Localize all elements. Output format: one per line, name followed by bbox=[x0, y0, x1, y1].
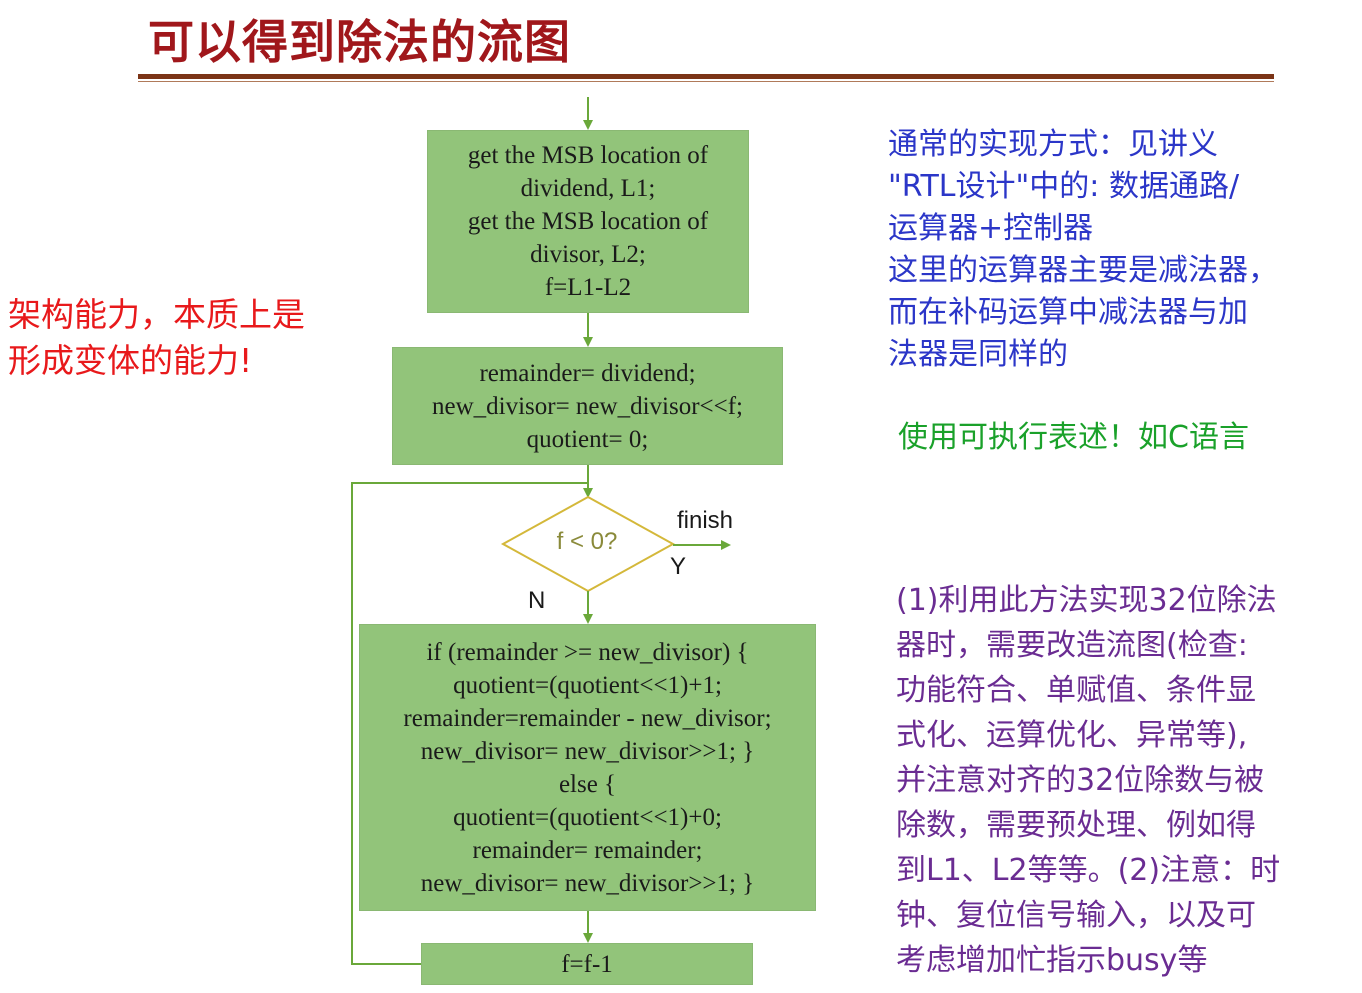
box-line: divisor, L2; bbox=[530, 241, 646, 268]
step-subtract-shift: if (remainder >= new_divisor) { quotient… bbox=[359, 624, 816, 911]
loop-back-line bbox=[351, 482, 588, 965]
decision-condition: f < 0? bbox=[556, 528, 618, 555]
box-line: new_divisor= new_divisor<<f; bbox=[431, 392, 743, 420]
box-line: new_divisor= new_divisor>>1; } bbox=[420, 869, 755, 897]
box-line: quotient=(quotient<<1)+1; bbox=[453, 671, 722, 699]
step-decrement: f=f-1 bbox=[421, 943, 753, 985]
note-line: 这里的运算器主要是减法器， bbox=[888, 253, 1278, 288]
note-line: 法器是同样的 bbox=[888, 337, 1068, 372]
box-line: get the MSB location of bbox=[467, 208, 709, 235]
title-rule-thin bbox=[138, 81, 1274, 82]
yes-label: Y bbox=[670, 553, 687, 580]
box-line: remainder=remainder - new_divisor; bbox=[403, 704, 772, 732]
title-rule bbox=[138, 74, 1274, 79]
note-line: 并注意对齐的32位除数与被 bbox=[896, 763, 1265, 798]
left-note-line: 形成变体的能力! bbox=[8, 341, 253, 380]
box-line: new_divisor= new_divisor>>1; } bbox=[420, 737, 755, 765]
note-implementation: 通常的实现方式：见讲义 "RTL设计"中的: 数据通路/ 运算器+控制器 这里的… bbox=[888, 124, 1348, 376]
page-title: 可以得到除法的流图 bbox=[148, 15, 571, 69]
box-line: f=f-1 bbox=[561, 950, 613, 978]
box-line: f=L1-L2 bbox=[544, 274, 632, 301]
no-label: N bbox=[528, 587, 546, 614]
step-initialize: remainder= dividend; new_divisor= new_di… bbox=[392, 347, 783, 465]
note-line: 运算器+控制器 bbox=[888, 211, 1094, 246]
box-line: else { bbox=[558, 770, 617, 798]
box-line: get the MSB location of bbox=[467, 142, 709, 169]
note-line: 而在补码运算中减法器与加 bbox=[888, 295, 1248, 330]
box-line: quotient=(quotient<<1)+0; bbox=[453, 803, 722, 831]
note-line: 器时，需要改造流图(检查: bbox=[896, 628, 1248, 663]
note-line: 通常的实现方式：见讲义 bbox=[888, 127, 1218, 162]
box-line: dividend, L1; bbox=[520, 175, 656, 202]
left-note: 架构能力，本质上是 形成变体的能力! bbox=[8, 292, 378, 384]
box-line: remainder= remainder; bbox=[472, 836, 703, 864]
step-find-msb: get the MSB location of dividend, L1; ge… bbox=[427, 130, 749, 313]
note-line: 除数，需要预处理、例如得 bbox=[896, 808, 1256, 843]
note-line: 考虑增加忙指示busy等 bbox=[896, 943, 1208, 978]
note-line: 到L1、L2等等。(2)注意：时 bbox=[896, 853, 1281, 888]
note-line: "RTL设计"中的: 数据通路/ bbox=[888, 169, 1240, 204]
note-line: 式化、运算优化、异常等), bbox=[896, 718, 1248, 753]
box-line: if (remainder >= new_divisor) { bbox=[426, 638, 749, 666]
finish-label: finish bbox=[677, 507, 734, 534]
note-line: (1)利用此方法实现32位除法 bbox=[896, 583, 1277, 618]
note-requirements: (1)利用此方法实现32位除法 器时，需要改造流图(检查: 功能符合、单赋值、条… bbox=[896, 578, 1346, 983]
note-executable: 使用可执行表述！如C语言 bbox=[898, 420, 1249, 455]
note-line: 钟、复位信号输入，以及可 bbox=[896, 898, 1256, 933]
box-line: quotient= 0; bbox=[526, 425, 649, 453]
note-line: 功能符合、单赋值、条件显 bbox=[896, 673, 1256, 708]
box-line: remainder= dividend; bbox=[479, 359, 696, 387]
left-note-line: 架构能力，本质上是 bbox=[8, 295, 305, 334]
